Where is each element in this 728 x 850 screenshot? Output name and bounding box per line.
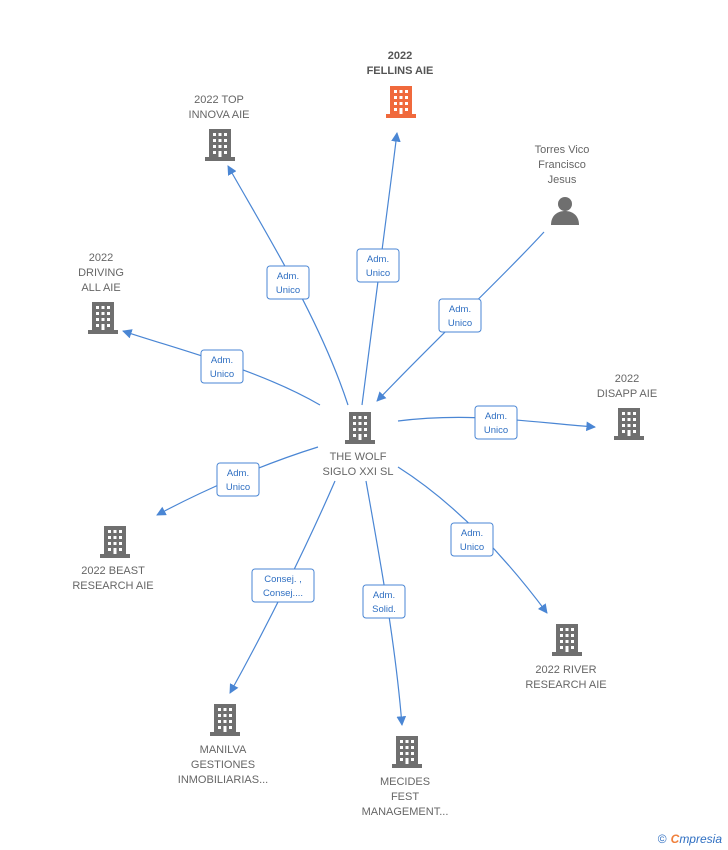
edge-label-mecides[interactable]: Adm. Solid.	[362, 584, 406, 619]
node-label-line: RESEARCH AIE	[525, 679, 606, 691]
node-mecides[interactable]: MECIDES FEST MANAGEMENT...	[362, 736, 449, 818]
node-label-line: DISAPP AIE	[597, 388, 657, 400]
edge-label-line: Unico	[484, 425, 508, 436]
node-disapp[interactable]: 2022 DISAPP AIE	[597, 373, 657, 440]
node-beast[interactable]: 2022 BEAST RESEARCH AIE	[72, 526, 154, 592]
node-label-line: 2022 RIVER	[535, 664, 596, 676]
node-label-line: MECIDES	[380, 776, 430, 788]
node-label-line: 2022 BEAST	[81, 565, 145, 577]
edge-label-line: Unico	[226, 482, 250, 493]
edge-label-manilva[interactable]: Consej. , Consej....	[251, 568, 315, 603]
edge-label-line: Adm.	[373, 590, 395, 601]
edge-label-beast[interactable]: Adm. Unico	[216, 462, 260, 497]
edge-label-topinnova[interactable]: Adm. Unico	[266, 265, 310, 300]
building-icon	[552, 624, 582, 656]
node-river[interactable]: 2022 RIVER RESEARCH AIE	[525, 624, 607, 691]
edge-label-line: Unico	[276, 285, 300, 296]
brand-initial: C	[670, 832, 680, 846]
building-icon	[392, 736, 422, 768]
edge-label-line: Adm.	[461, 528, 483, 539]
node-manilva[interactable]: MANILVA GESTIONES INMOBILIARIAS...	[178, 704, 268, 786]
node-label-line: Jesus	[548, 174, 577, 186]
node-center[interactable]: THE WOLF SIGLO XXI SL	[323, 412, 394, 478]
edge-label-driving[interactable]: Adm. Unico	[200, 349, 244, 384]
edge-label-line: Solid.	[372, 604, 396, 615]
edge-label-line: Adm.	[227, 468, 249, 479]
building-icon	[205, 129, 235, 161]
node-label-line: THE WOLF	[330, 451, 387, 463]
node-label-line: MANILVA	[200, 744, 247, 756]
edge-label-torres[interactable]: Adm. Unico	[438, 298, 482, 333]
edge-label-line: Adm.	[277, 271, 299, 282]
building-icon	[100, 526, 130, 558]
edge-labels-layer: Adm. Unico Adm. Unico Adm. Unico Adm. Un…	[200, 248, 518, 619]
node-label-line: MANAGEMENT...	[362, 806, 449, 818]
node-label-line: RESEARCH AIE	[72, 580, 153, 592]
node-torres[interactable]: Torres Vico Francisco Jesus	[535, 144, 590, 225]
node-topinnova[interactable]: 2022 TOP INNOVA AIE	[189, 94, 250, 161]
node-label-line: ALL AIE	[81, 282, 120, 294]
copyright-icon: ©	[657, 832, 667, 846]
person-icon	[551, 197, 579, 225]
node-label-line: DRIVING	[78, 267, 124, 279]
edge-label-disapp[interactable]: Adm. Unico	[474, 405, 518, 440]
building-icon	[345, 412, 375, 444]
node-driving[interactable]: 2022 DRIVING ALL AIE	[78, 252, 124, 334]
node-fellins[interactable]: 2022 FELLINS AIE	[367, 50, 434, 118]
brand-name: mpresia	[679, 832, 722, 846]
brand-watermark[interactable]: ©Cmpresia	[658, 832, 722, 846]
edge-label-line: Unico	[448, 318, 472, 329]
building-icon	[386, 86, 416, 118]
node-label-line: Torres Vico	[535, 144, 590, 156]
node-label-line: FELLINS AIE	[367, 65, 434, 77]
edge-label-line: Adm.	[485, 411, 507, 422]
edge-label-line: Adm.	[449, 304, 471, 315]
edge-label-line: Adm.	[211, 355, 233, 366]
node-label-line: 2022	[388, 50, 412, 62]
edge-label-line: Unico	[366, 268, 390, 279]
node-label-line: 2022 TOP	[194, 94, 244, 106]
node-label-line: Francisco	[538, 159, 586, 171]
edge-label-line: Unico	[210, 369, 234, 380]
building-icon	[614, 408, 644, 440]
edge-label-line: Consej....	[263, 588, 303, 599]
node-label-line: INMOBILIARIAS...	[178, 774, 268, 786]
node-label-line: 2022	[89, 252, 113, 264]
edge-label-line: Adm.	[367, 254, 389, 265]
node-label-line: GESTIONES	[191, 759, 255, 771]
edge-label-river[interactable]: Adm. Unico	[450, 522, 494, 557]
node-label-line: SIGLO XXI SL	[323, 466, 394, 478]
node-label-line: 2022	[615, 373, 639, 385]
building-icon	[210, 704, 240, 736]
building-icon	[88, 302, 118, 334]
edge-label-fellins[interactable]: Adm. Unico	[356, 248, 400, 283]
edge-label-line: Unico	[460, 542, 484, 553]
node-label-line: FEST	[391, 791, 419, 803]
edge-label-line: Consej. ,	[264, 574, 302, 585]
node-label-line: INNOVA AIE	[189, 109, 250, 121]
